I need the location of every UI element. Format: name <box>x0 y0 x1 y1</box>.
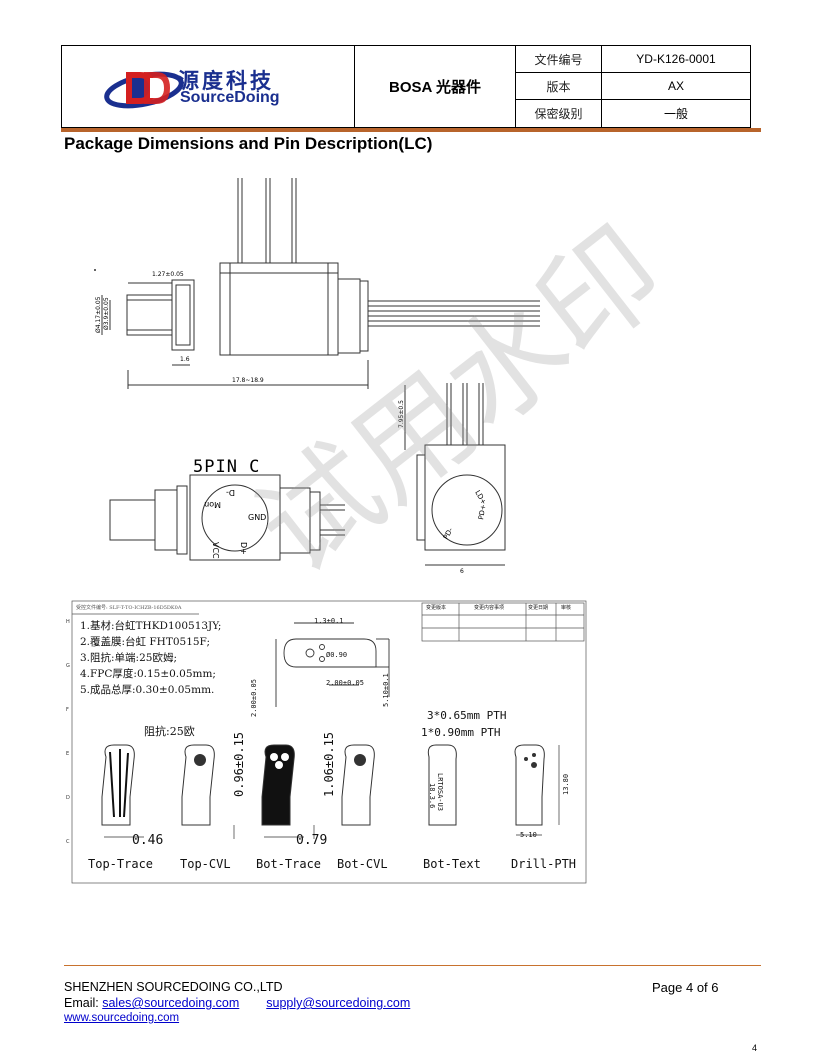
pin-config-label: 5PIN C <box>193 457 260 477</box>
dim-1-27: 1.27±0.05 <box>152 271 184 278</box>
fpc-drawing-sheet: H G F E D C 受控文件编号: SLF-T-TO-ICHZB-16D5D… <box>64 577 589 885</box>
company-logo-icon <box>104 71 184 109</box>
caption-bot-cvl: Bot-CVL <box>337 857 388 871</box>
dim-pitch: 2.00±0.05 <box>326 679 364 687</box>
value-column: YD-K126-0001 AX 一般 <box>602 46 750 127</box>
fpc-ref-number: 受控文件编号: SLF-T-TO-ICHZB-16D5DK0A <box>76 605 182 611</box>
pin-pd-minus: PD- <box>442 526 455 541</box>
label-version: 版本 <box>516 73 601 100</box>
pin-mon: Mon <box>204 500 221 509</box>
fpc-frame: H G F E D C <box>66 600 587 884</box>
grid-letter-h: H <box>66 619 70 625</box>
dim-drill-height: 13.80 <box>562 773 570 795</box>
header-table: BOSA 光器件 文件编号 版本 保密级别 YD-K126-0001 AX 一般 <box>61 45 751 128</box>
logo-english-text: SourceDoing <box>180 89 280 106</box>
pin-pd-plus: PD+ <box>477 504 488 521</box>
caption-bot-trace: Bot-Trace <box>256 857 322 871</box>
pin-gnd: GND <box>248 513 266 522</box>
section-title: Package Dimensions and Pin Description(L… <box>64 134 433 153</box>
dim-lead-length: 7.95±0.5 <box>398 400 405 428</box>
bosa-front-view-drawing: 7.95±0.5 6 5PIN C D- Mon GND D+ VCC PD- … <box>109 383 506 575</box>
dim-cvl-bottom: 1.06±0.15 <box>322 731 336 797</box>
footer-company: SHENZHEN SOURCEDOING CO.,LTD <box>64 980 283 994</box>
email-sales-link[interactable]: sales@sourcedoing.com <box>102 996 240 1010</box>
fpc-note-1: 1.基材:台虹THKD100513JY; <box>80 620 222 632</box>
label-column: 文件编号 版本 保密级别 <box>516 46 602 127</box>
fpc-note-3: 3.阻抗:单端:25欧姆; <box>80 652 177 664</box>
dim-1-6: 1.6 <box>180 356 190 363</box>
rev-header-content: 变更内容事项 <box>474 605 505 611</box>
dim-hole: Ø0.90 <box>326 651 348 659</box>
page-indicator: Page 4 of 6 <box>652 980 719 995</box>
dim-trace-bottom: 0.79 <box>296 833 328 848</box>
dim-height-2: 5.10±0.1 <box>382 673 390 707</box>
pth-label-1: 3*0.65mm PTH <box>427 709 507 722</box>
website-link[interactable]: www.sourcedoing.com <box>64 1012 180 1024</box>
caption-drill-pth: Drill-PTH <box>511 857 577 871</box>
grid-letter-c: C <box>66 839 70 845</box>
caption-top-cvl: Top-CVL <box>180 857 231 871</box>
value-version: AX <box>602 73 750 100</box>
fpc-note-2: 2.覆盖膜:台虹 FHT0515F; <box>80 636 211 648</box>
header-divider <box>61 128 761 132</box>
doc-title-cell: BOSA 光器件 <box>355 46 516 127</box>
value-doc-number: YD-K126-0001 <box>602 46 750 73</box>
bot-text-line-1: LRTOSA-U3 <box>436 773 444 811</box>
page-number: 4 <box>752 1043 758 1053</box>
dim-cvl-top: 0.96±0.15 <box>232 731 246 797</box>
fpc-note-5: 5.成品总厚:0.30±0.05mm. <box>80 684 215 696</box>
bosa-side-view-drawing: 1.27±0.05 1.6 Ø4.17±0.05 Ø3.9±0.05 17.8~… <box>94 178 540 389</box>
dim-overall: 17.8~18.9 <box>232 377 264 384</box>
pin-d-plus: D+ <box>239 542 248 555</box>
bot-text-line-2: 18.3.6 <box>428 783 436 809</box>
grid-letter-d: D <box>66 795 70 801</box>
pin-ld-plus: LD+ <box>473 489 488 506</box>
footer-email-line: Email: sales@sourcedoing.com supply@sour… <box>64 996 410 1010</box>
grid-letter-e: E <box>66 751 69 757</box>
footer-divider <box>64 965 761 966</box>
grid-letter-f: F <box>66 707 69 713</box>
label-security: 保密级别 <box>534 107 583 121</box>
dim-height-1: 2.00±0.05 <box>250 679 258 717</box>
dim-width: 6 <box>460 568 464 575</box>
logo-cell <box>62 46 355 127</box>
dim-d39: Ø3.9±0.05 <box>103 297 110 330</box>
email-supply-link[interactable]: supply@sourcedoing.com <box>266 996 411 1010</box>
value-security: 一般 <box>663 107 688 121</box>
pin-d-minus: D- <box>226 488 235 497</box>
dim-trace-top: 0.46 <box>132 833 164 848</box>
dim-top-width: 1.3±0.1 <box>314 617 344 625</box>
pth-label-2: 1*0.90mm PTH <box>421 726 501 739</box>
doc-title: BOSA 光器件 <box>389 79 481 96</box>
rev-header-review: 审核 <box>561 605 572 611</box>
rev-header-date: 变更日期 <box>528 605 549 611</box>
caption-bot-text: Bot-Text <box>423 857 481 871</box>
pin-vcc: VCC <box>211 542 220 559</box>
logo-chinese-text: 源度科技 <box>178 70 274 93</box>
dim-d417: Ø4.17±0.05 <box>95 296 102 333</box>
rev-header-version: 变更版本 <box>426 605 447 611</box>
impedance-label: 阻抗:25欧 <box>144 725 195 738</box>
label-doc-number: 文件编号 <box>516 46 601 73</box>
email-label: Email: <box>64 996 99 1010</box>
dim-drill-width: 5.10 <box>520 831 537 839</box>
fpc-note-4: 4.FPC厚度:0.15±0.05mm; <box>80 668 216 680</box>
caption-top-trace: Top-Trace <box>88 857 154 871</box>
grid-letter-g: G <box>66 663 70 669</box>
